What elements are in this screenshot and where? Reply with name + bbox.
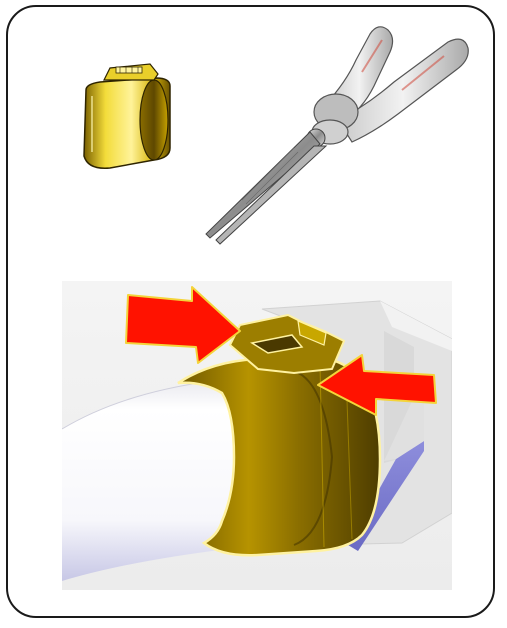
- long-nose-pliers-icon: [198, 20, 476, 250]
- pliers-image: [198, 20, 476, 250]
- ear-clamp-image: [70, 56, 182, 178]
- clamp-install-scene: [62, 281, 452, 590]
- clamp-on-pipe-illustration: [62, 281, 452, 590]
- ear-clamp-icon: [70, 56, 182, 178]
